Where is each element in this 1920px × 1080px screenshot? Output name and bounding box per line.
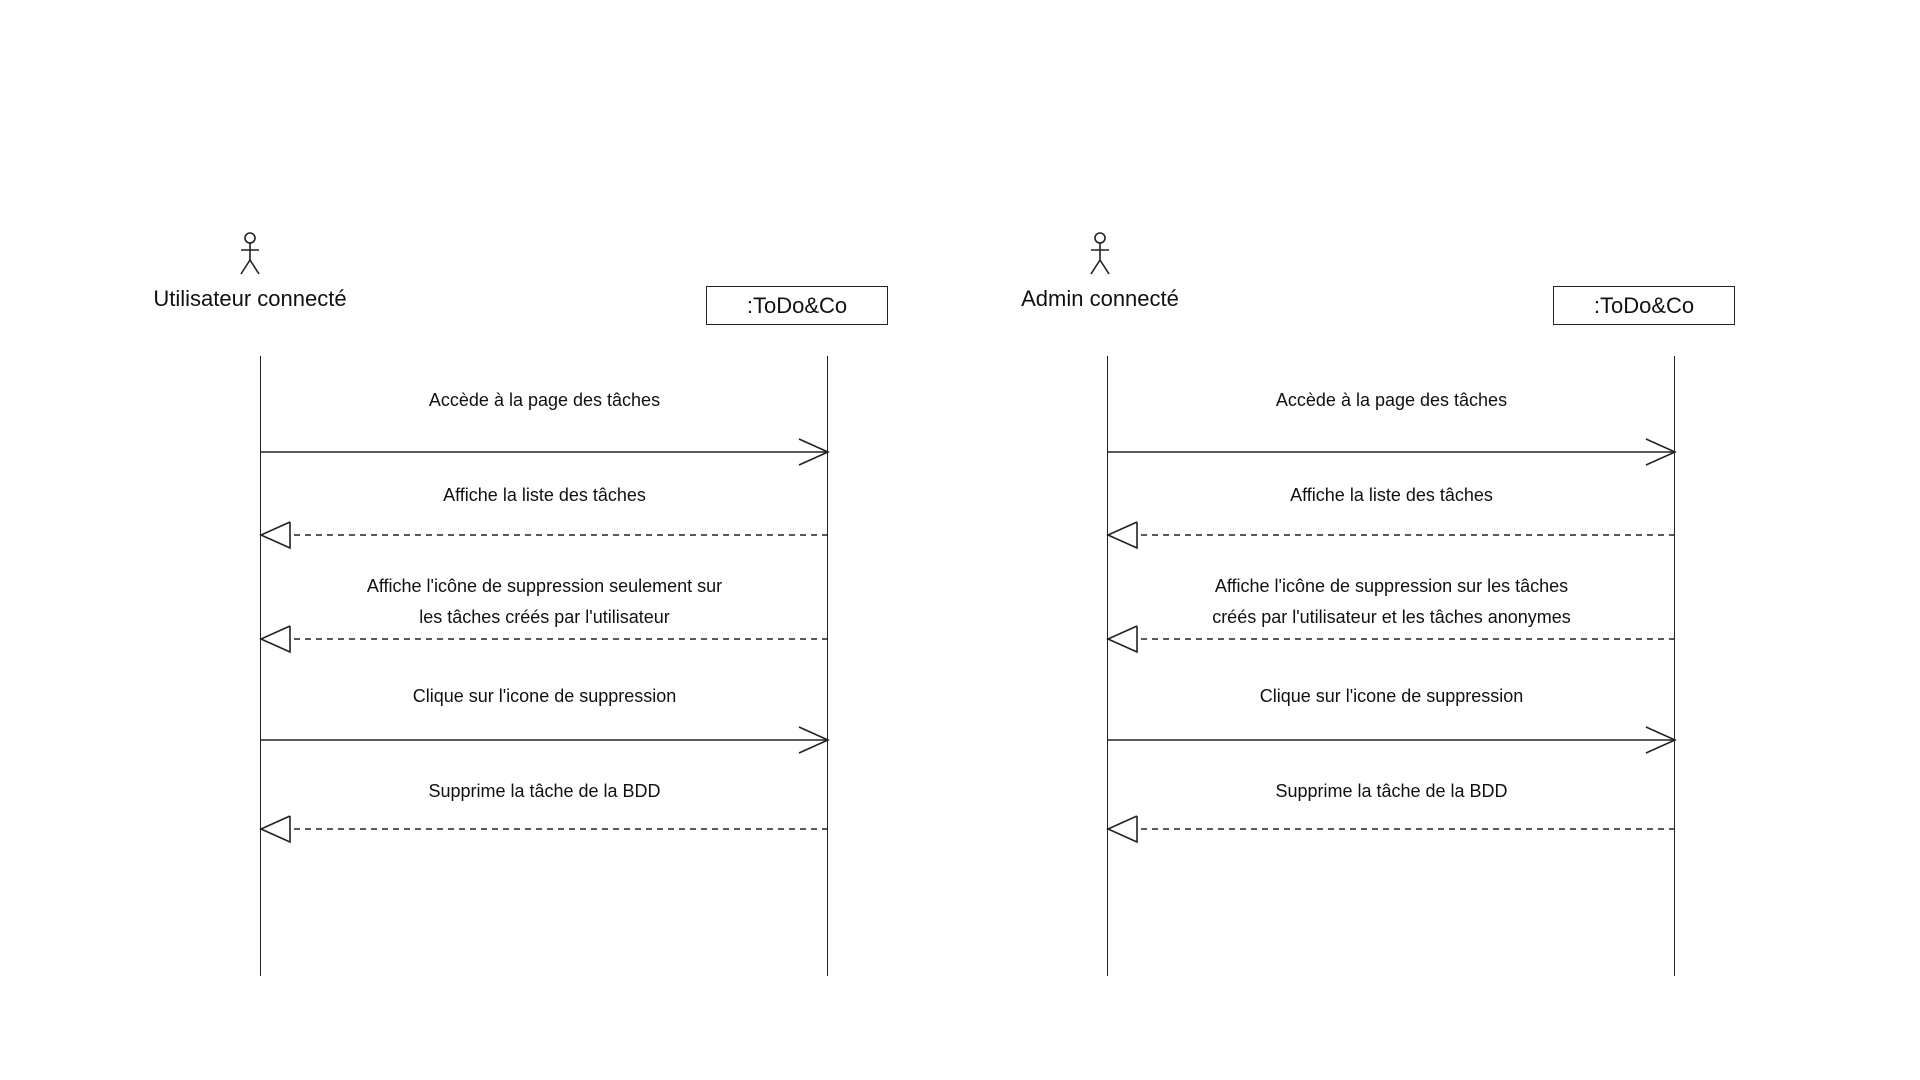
message-label: Supprime la tâche de la BDD	[262, 776, 827, 807]
call-message-arrow	[261, 438, 830, 466]
actor-stick-figure-icon	[1090, 232, 1110, 275]
message-label-line: Accède à la page des tâches	[428, 389, 661, 410]
message-label-line: Affiche la liste des tâches	[1290, 484, 1493, 505]
message-label: Affiche la liste des tâches	[1109, 480, 1674, 511]
messages-layer	[259, 438, 830, 844]
sequence-diagram-admin: Admin connecté :ToDo&Co Accède à la page…	[990, 0, 1735, 1080]
messages-layer	[1106, 438, 1677, 844]
arrowhead-icon	[259, 521, 291, 550]
return-message-arrow	[259, 625, 828, 654]
call-message-arrow	[1108, 726, 1677, 754]
message-label: Affiche l'icône de suppression sur les t…	[1109, 571, 1674, 633]
actor-label: Admin connecté	[1021, 286, 1179, 311]
object-label: :ToDo&Co	[746, 292, 848, 318]
arrowhead-icon	[798, 438, 830, 466]
actor-label: Utilisateur connecté	[153, 286, 347, 311]
message-label-line: Clique sur l'icone de suppression	[1259, 685, 1524, 706]
message-label-line: Affiche l'icône de suppression seulement…	[366, 576, 723, 596]
message-label-line: Supprime la tâche de la BDD	[428, 780, 661, 801]
message-label: Supprime la tâche de la BDD	[1109, 776, 1674, 807]
actor-lifeline	[260, 356, 261, 976]
object-lifeline	[1674, 356, 1675, 976]
return-message-arrow	[259, 521, 828, 550]
object-box: :ToDo&Co	[1553, 286, 1735, 325]
sequence-diagram-user: Utilisateur connecté :ToDo&Co Accède à l…	[143, 0, 888, 1080]
arrowhead-icon	[259, 815, 291, 844]
call-message-arrow	[261, 726, 830, 754]
message-label: Accède à la page des tâches	[262, 385, 827, 416]
message-label: Clique sur l'icone de suppression	[1109, 681, 1674, 712]
message-label-line: Affiche la liste des tâches	[443, 484, 646, 505]
arrowhead-icon	[798, 726, 830, 754]
arrowhead-icon	[1645, 438, 1677, 466]
object-label: :ToDo&Co	[1593, 292, 1695, 318]
message-label-line: Accède à la page des tâches	[1275, 389, 1508, 410]
message-label-line: Clique sur l'icone de suppression	[412, 685, 677, 706]
message-label: Affiche l'icône de suppression seulement…	[262, 571, 827, 633]
arrowhead-icon	[1106, 815, 1138, 844]
return-message-arrow	[259, 815, 828, 844]
message-label-line: créés par l'utilisateur et les tâches an…	[1212, 607, 1571, 627]
message-label-line: Supprime la tâche de la BDD	[1275, 780, 1508, 801]
arrowhead-icon	[259, 625, 291, 654]
arrowhead-icon	[1106, 625, 1138, 654]
message-label: Accède à la page des tâches	[1109, 385, 1674, 416]
object-lifeline	[827, 356, 828, 976]
message-label: Clique sur l'icone de suppression	[262, 681, 827, 712]
call-message-arrow	[1108, 438, 1677, 466]
message-label-line: les tâches créés par l'utilisateur	[419, 607, 670, 627]
actor-lifeline	[1107, 356, 1108, 976]
return-message-arrow	[1106, 625, 1675, 654]
object-box: :ToDo&Co	[706, 286, 888, 325]
message-label-line: Affiche l'icône de suppression sur les t…	[1214, 576, 1569, 596]
arrowhead-icon	[1645, 726, 1677, 754]
arrowhead-icon	[1106, 521, 1138, 550]
return-message-arrow	[1106, 521, 1675, 550]
actor-stick-figure-icon	[240, 232, 260, 275]
return-message-arrow	[1106, 815, 1675, 844]
message-label: Affiche la liste des tâches	[262, 480, 827, 511]
